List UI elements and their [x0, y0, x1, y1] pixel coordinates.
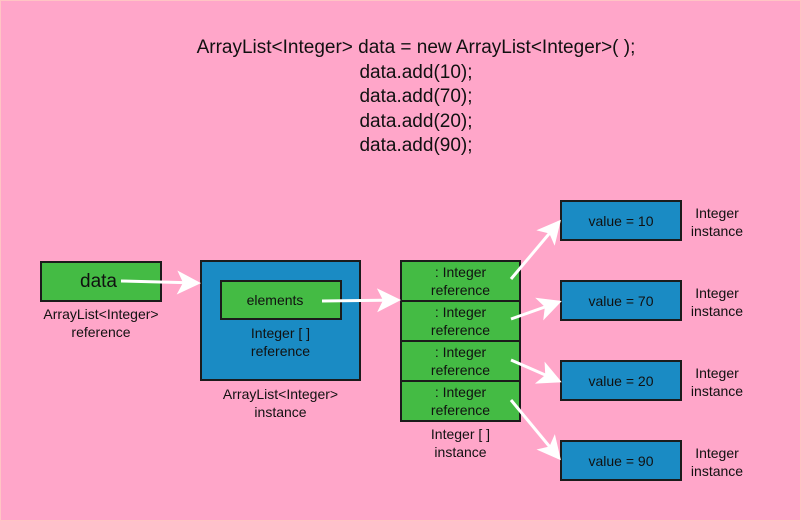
- data-reference-box: data: [40, 261, 162, 302]
- integer-instance-box: value = 10: [560, 200, 682, 241]
- integer-value: value = 20: [588, 372, 654, 389]
- caption-line: instance: [690, 383, 744, 399]
- caption-line: Integer: [695, 445, 739, 461]
- integer-value: value = 90: [588, 452, 654, 469]
- elements-field-box: elements: [220, 280, 342, 320]
- cell-line: reference: [430, 282, 491, 298]
- cell-line: : Integer: [434, 384, 487, 400]
- caption-line: Integer: [695, 205, 739, 221]
- caption-line: instance: [690, 223, 744, 239]
- elements-field-name: elements: [246, 292, 304, 308]
- caption-line: instance: [434, 444, 487, 460]
- data-reference-name: data: [80, 270, 117, 292]
- integer-value: value = 70: [588, 292, 654, 309]
- caption-line: Integer [ ]: [250, 325, 311, 341]
- integer-instance-box: value = 70: [560, 280, 682, 321]
- cell-line: : Integer: [434, 344, 487, 360]
- cell-line: reference: [430, 402, 491, 418]
- integer-instance-caption: Integer instance: [683, 444, 751, 480]
- code-line: data.add(20);: [359, 110, 473, 132]
- cell-line: : Integer: [434, 264, 487, 280]
- cell-line: reference: [430, 322, 491, 338]
- integer-instance-caption: Integer instance: [683, 284, 751, 320]
- caption-line: instance: [690, 303, 744, 319]
- code-snippet: ArrayList<Integer> data = new ArrayList<…: [0, 36, 801, 159]
- array-cell: : Integer reference: [400, 260, 521, 302]
- caption-line: reference: [250, 343, 311, 359]
- integer-instance-box: value = 90: [560, 440, 682, 481]
- caption-line: Integer [ ]: [430, 426, 491, 442]
- caption-line: reference: [71, 324, 131, 340]
- caption-line: Integer: [695, 285, 739, 301]
- code-line: data.add(10);: [359, 61, 473, 83]
- code-line: data.add(70);: [359, 86, 473, 107]
- arraylist-instance-caption: ArrayList<Integer> instance: [190, 385, 371, 421]
- caption-line: Integer: [695, 365, 739, 381]
- cell-line: reference: [430, 362, 491, 378]
- array-instance-caption: Integer [ ] instance: [400, 425, 521, 461]
- integer-instance-box: value = 20: [560, 360, 682, 401]
- caption-line: ArrayList<Integer>: [43, 306, 159, 322]
- integer-instance-caption: Integer instance: [683, 364, 751, 400]
- data-reference-caption: ArrayList<Integer> reference: [20, 305, 182, 341]
- caption-line: instance: [254, 404, 307, 420]
- integer-value: value = 10: [588, 212, 654, 229]
- code-line: data.add(90);: [359, 135, 473, 156]
- integer-instance-caption: Integer instance: [683, 204, 751, 240]
- arraylist-instance-box: elements Integer [ ] reference: [200, 260, 361, 381]
- array-cell: : Integer reference: [400, 300, 521, 342]
- caption-line: instance: [690, 463, 744, 479]
- code-line: ArrayList<Integer> data = new ArrayList<…: [196, 37, 636, 58]
- elements-field-caption: Integer [ ] reference: [202, 324, 359, 360]
- caption-line: ArrayList<Integer>: [222, 386, 339, 402]
- cell-line: : Integer: [434, 304, 487, 320]
- array-cell: : Integer reference: [400, 380, 521, 422]
- array-cell: : Integer reference: [400, 340, 521, 382]
